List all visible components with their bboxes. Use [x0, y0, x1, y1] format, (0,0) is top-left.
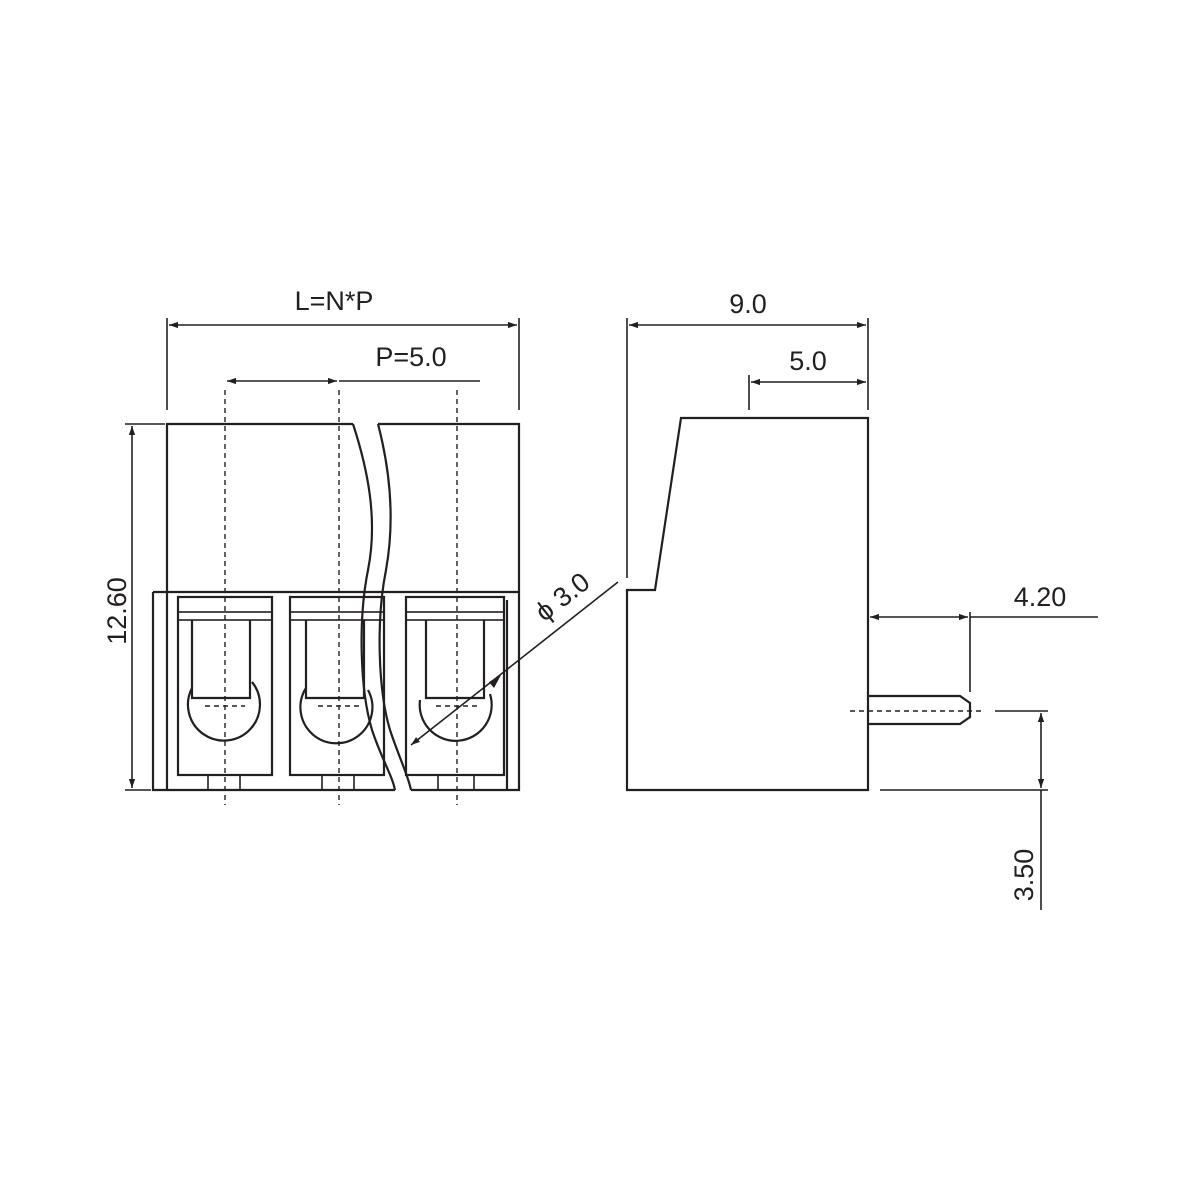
front-housing-base-right	[411, 592, 521, 792]
hole-diameter-label: ϕ 3.0	[530, 567, 596, 628]
height-dimension: 12.60	[102, 423, 165, 791]
pin-height-dimension: 3.50	[880, 710, 1048, 910]
side-view: 9.0 5.0 4.20 3.50	[625, 289, 1098, 910]
break-line-left	[351, 423, 397, 791]
pin-height-label: 3.50	[1009, 849, 1039, 902]
front-view: L=N*P P=5.0 12.60 ϕ 3.0	[102, 286, 619, 805]
height-label: 12.60	[102, 577, 132, 645]
side-housing-outline	[625, 416, 870, 792]
depth-dimension: 9.0	[626, 289, 869, 578]
front-housing-top-left	[165, 422, 353, 592]
front-housing-base	[151, 592, 395, 792]
overall-length-dimension: L=N*P	[166, 286, 520, 410]
depth-label: 9.0	[729, 289, 767, 319]
pitch-label: P=5.0	[375, 342, 446, 372]
top-offset-label: 5.0	[789, 346, 827, 376]
pitch-dimension: P=5.0	[227, 342, 480, 385]
hole-diameter-dimension: ϕ 3.0	[410, 567, 619, 746]
pin-length-label: 4.20	[1014, 582, 1067, 612]
top-offset-dimension: 5.0	[748, 346, 866, 410]
terminal-cell-2	[288, 595, 386, 791]
side-pin	[868, 694, 972, 726]
pin-length-dimension: 4.20	[870, 582, 1098, 692]
terminal-cell-3	[404, 595, 506, 791]
front-housing-top-right	[378, 422, 521, 592]
overall-length-label: L=N*P	[295, 286, 374, 316]
